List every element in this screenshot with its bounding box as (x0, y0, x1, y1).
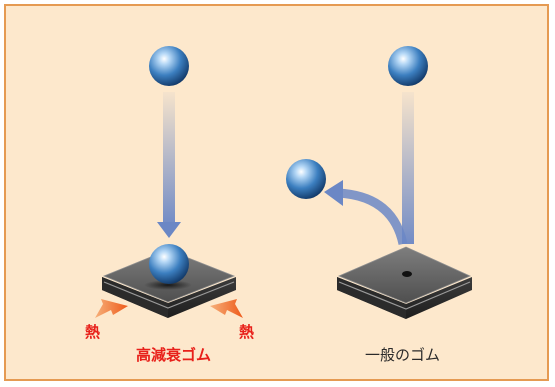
left-ball-top (149, 46, 189, 86)
diagram-panel (4, 4, 549, 381)
left-fall-arrow (157, 92, 181, 238)
ordinary-rubber-label: 一般のゴム (365, 346, 441, 364)
left-ball-shadow (144, 280, 192, 290)
left-ball-on-pad (149, 244, 189, 284)
right-impact-mark (402, 271, 412, 277)
heat-label-right: 熱 (239, 323, 255, 341)
right-ball-top (388, 46, 428, 86)
right-ball-bounced (286, 159, 326, 199)
left-heat-arrow-left (95, 299, 128, 318)
high-damping-rubber-label: 高減衰ゴム (136, 346, 212, 364)
right-bounce-arrow (324, 180, 408, 246)
heat-label-left: 熱 (85, 323, 101, 341)
right-rubber-pad (337, 246, 472, 319)
right-fall-trail (402, 92, 414, 244)
left-heat-arrow-right (210, 299, 243, 318)
